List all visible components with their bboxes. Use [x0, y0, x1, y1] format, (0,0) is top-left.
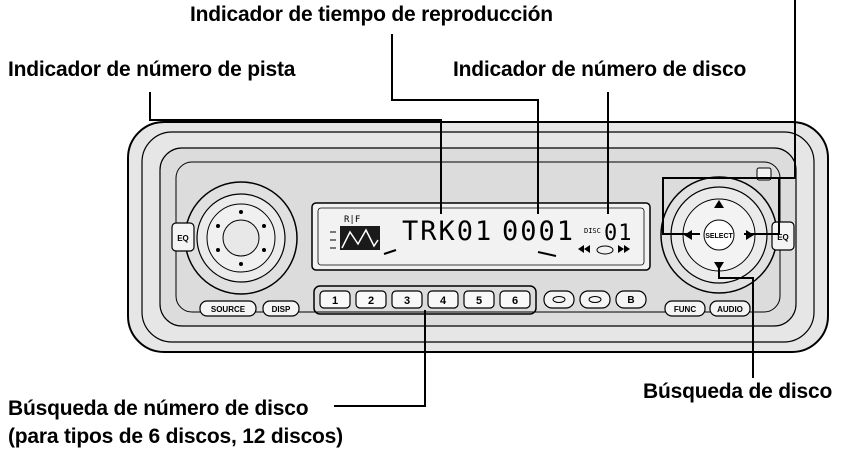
oval-button-1[interactable]	[543, 290, 575, 309]
disc-search-callout	[718, 262, 754, 378]
eq-left-button[interactable]: EQ	[171, 222, 195, 252]
svg-text:B: B	[627, 295, 634, 306]
disc-number-search-label: Búsqueda de número de disco	[8, 397, 309, 420]
track-number-callout	[149, 92, 442, 214]
select-button[interactable]: SELECT	[705, 233, 733, 240]
disc-search-callout-top	[744, 178, 780, 235]
volume-knob[interactable]	[184, 181, 298, 295]
disc-prefix: DISC	[584, 227, 601, 235]
track-number-indicator-label: Indicador de número de pista	[8, 58, 296, 81]
lcd-graphic: R|F	[330, 215, 397, 255]
preset-button-label: 5	[476, 295, 482, 307]
preset-button-4[interactable]: 4	[427, 290, 459, 309]
preset-button-1[interactable]: 1	[319, 290, 351, 309]
play-time-indicator-label: Indicador de tiempo de reproducción	[190, 3, 553, 26]
play-time-readout: 0001	[502, 216, 575, 247]
preset-button-label: 2	[368, 295, 374, 307]
preset-button-label: 1	[332, 295, 338, 307]
svg-text:EQ: EQ	[177, 234, 189, 243]
preset-button-3[interactable]: 3	[391, 290, 423, 309]
preset-button-label: 6	[512, 295, 518, 307]
preset-buttons: 1 2 3 4 5 6	[319, 290, 531, 309]
preset-button-label: 4	[440, 295, 447, 307]
callout-lines	[149, 0, 796, 407]
svg-text:SOURCE: SOURCE	[211, 305, 246, 314]
svg-text:DISP: DISP	[272, 305, 291, 314]
disc-skip-icon	[578, 245, 630, 255]
disp-button[interactable]: DISP	[262, 300, 300, 317]
disc-number-indicator-label: Indicador de número de disco	[453, 58, 747, 81]
b-button[interactable]: B	[615, 290, 647, 309]
audio-button[interactable]: AUDIO	[709, 300, 751, 317]
up-arrow-icon[interactable]	[714, 200, 724, 208]
track-number-readout: TRK01	[402, 216, 493, 247]
preset-button-6[interactable]: 6	[499, 290, 531, 309]
lcd-display: R|F TRK01 0001 DISC 01	[311, 202, 651, 271]
play-time-callout	[391, 34, 539, 214]
oval-button-2[interactable]	[579, 290, 611, 309]
svg-text:EQ: EQ	[777, 233, 789, 242]
preset-button-label: 3	[404, 295, 410, 307]
eq-right-button[interactable]: EQ	[771, 221, 795, 251]
top-right-callout	[662, 0, 796, 235]
preset-button-2[interactable]: 2	[355, 290, 387, 309]
source-button[interactable]: SOURCE	[199, 300, 257, 317]
preset-button-5[interactable]: 5	[463, 290, 495, 309]
svg-text:FUNC: FUNC	[674, 305, 696, 314]
svg-text:AUDIO: AUDIO	[717, 305, 743, 314]
disc-number-search-note: (para tipos de 6 discos, 12 discos)	[8, 425, 343, 448]
svg-text:R|F: R|F	[344, 215, 360, 225]
func-button[interactable]: FUNC	[664, 300, 706, 317]
disc-number-readout: 01	[604, 221, 633, 246]
disc-number-search-callout	[334, 310, 426, 407]
disc-search-label: Búsqueda de disco	[643, 380, 833, 403]
